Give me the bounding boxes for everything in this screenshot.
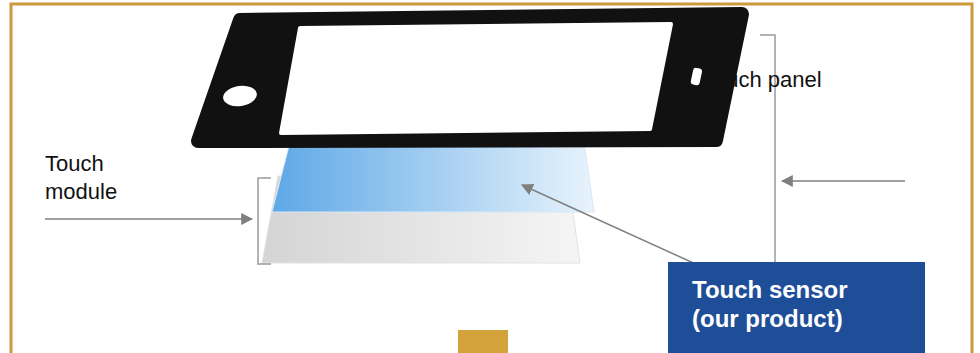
leader-arrow <box>522 185 700 266</box>
phone-screen <box>281 24 671 133</box>
home-button <box>222 84 258 109</box>
callout-text: Touch sensor (our product) <box>692 276 877 334</box>
module-bracket <box>258 178 271 264</box>
frame-border <box>11 4 972 353</box>
leader-arrow <box>782 180 905 182</box>
product-callout-box: Touch sensor (our product) <box>668 262 925 353</box>
phone-body <box>198 14 742 141</box>
sensor-layer <box>272 142 594 212</box>
part-label: Touch module <box>45 150 155 205</box>
speaker-slot <box>690 67 702 85</box>
part-label: Touch panel <box>703 66 903 94</box>
leader-arrow <box>45 218 252 220</box>
gold-tab <box>458 330 508 353</box>
